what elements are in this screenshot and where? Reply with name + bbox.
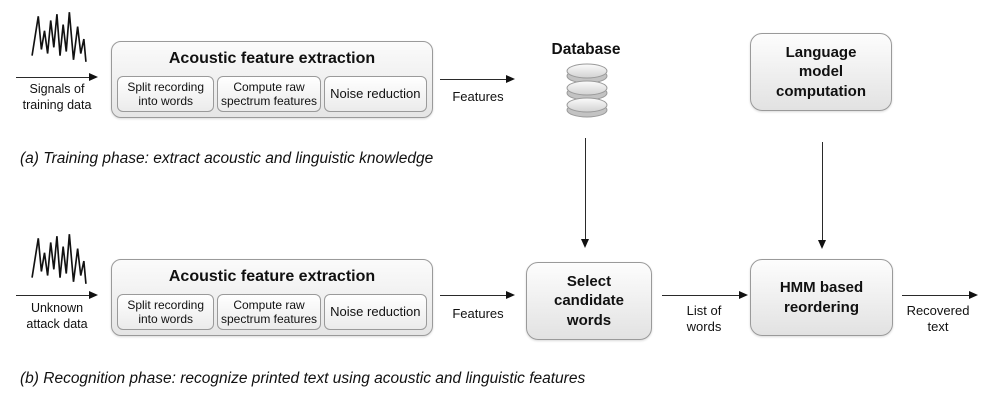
features-label-a: Features [452, 89, 504, 104]
language-model-line3: computation [776, 82, 866, 100]
training-waveform-icon [31, 12, 87, 62]
acoustic-steps-b: Split recording into words Compute raw s… [117, 294, 427, 330]
step-split-recording-b-line1: Split recording [127, 297, 205, 312]
list-of-words-line1: List of [686, 303, 722, 318]
select-box-line1: Select [566, 273, 612, 291]
step-split-recording-a-line1: Split recording [127, 79, 205, 94]
attack-input-label-line1: Unknown [30, 301, 84, 315]
recovered-text-line1: Recovered [906, 303, 970, 318]
select-box-line3: words [566, 311, 612, 329]
step-split-recording-a-line2: into words [138, 94, 194, 108]
step-compute-spectrum-a-line2: spectrum features [220, 94, 318, 108]
step-noise-reduction-b: Noise reduction [323, 294, 427, 330]
acoustic-box-title-a: Acoustic feature extraction [168, 50, 376, 67]
training-input-arrow [16, 73, 98, 81]
caption-phase-a: (a) Training phase: extract acoustic and… [20, 150, 434, 167]
language-model-line1: Language [785, 44, 857, 62]
attack-input-arrow [16, 291, 98, 299]
database-down-arrow [581, 138, 589, 248]
step-noise-reduction-b-line1: Noise reduction [330, 304, 421, 320]
training-input-label-line2: training data [22, 97, 92, 112]
training-input-label-line1: Signals of [29, 82, 85, 96]
select-box-line2: candidate [553, 292, 625, 310]
step-noise-reduction-a-line1: Noise reduction [330, 86, 421, 102]
caption-phase-b: (b) Recognition phase: recognize printed… [20, 370, 586, 387]
acoustic-feature-extraction-box-a: Acoustic feature extraction Split record… [111, 41, 433, 118]
acoustic-feature-extraction-box-b: Acoustic feature extraction Split record… [111, 259, 433, 336]
step-split-recording-a: Split recording into words [117, 76, 215, 112]
step-compute-spectrum-b-line1: Compute raw [233, 297, 305, 312]
features-arrow-b [440, 291, 515, 299]
list-of-words-arrow [662, 291, 748, 299]
step-compute-spectrum-a: Compute raw spectrum features [217, 76, 321, 112]
features-arrow-a [440, 75, 515, 83]
step-compute-spectrum-b: Compute raw spectrum features [217, 294, 321, 330]
list-of-words-label: List of words [664, 303, 744, 336]
features-label-b: Features [452, 306, 504, 321]
language-model-box: Language model computation [750, 33, 892, 111]
recovered-text-line2: text [927, 319, 949, 335]
language-model-line2: model [798, 63, 844, 81]
hmm-box-line1: HMM based [779, 279, 864, 297]
recovered-text-label: Recovered text [898, 303, 978, 336]
attack-input-label: Unknown attack data [4, 301, 110, 332]
database-label: Database [551, 41, 621, 58]
acoustic-steps-a: Split recording into words Compute raw s… [117, 76, 427, 112]
step-compute-spectrum-a-line1: Compute raw [233, 79, 305, 94]
acoustic-box-title-b: Acoustic feature extraction [168, 268, 376, 285]
recovered-text-arrow [902, 291, 978, 299]
step-noise-reduction-a: Noise reduction [323, 76, 427, 112]
database-icon [566, 63, 608, 118]
select-candidate-words-box: Select candidate words [526, 262, 652, 340]
list-of-words-line2: words [686, 319, 722, 335]
step-split-recording-b: Split recording into words [117, 294, 215, 330]
language-model-down-arrow [818, 142, 826, 249]
attack-waveform-icon [31, 234, 87, 284]
hmm-box-line2: reordering [783, 298, 859, 316]
step-compute-spectrum-b-line2: spectrum features [220, 312, 318, 326]
attack-input-label-line2: attack data [26, 316, 88, 331]
hmm-reordering-box: HMM based reordering [750, 259, 893, 336]
step-split-recording-b-line2: into words [138, 312, 194, 326]
training-input-label: Signals of training data [4, 82, 110, 113]
